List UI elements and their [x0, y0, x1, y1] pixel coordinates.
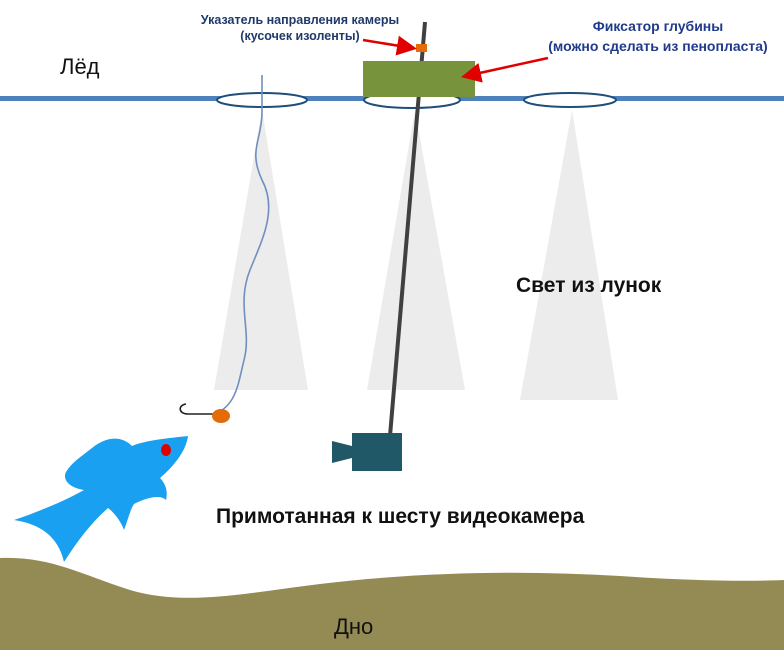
bottom-label: Дно: [334, 614, 374, 639]
ice-label: Лёд: [60, 54, 100, 79]
camera-label: Примотанная к шесту видеокамера: [216, 505, 585, 528]
ice-hole-right: [523, 92, 617, 108]
camera-marker-label: Указатель направления камеры (кусочек из…: [200, 12, 400, 44]
fishing-line: [214, 75, 270, 415]
camera-direction-marker: [416, 44, 427, 52]
camera-marker-label-line1: Указатель направления камеры: [200, 13, 400, 27]
bottom-ground: [0, 557, 784, 650]
fish-eye: [161, 444, 171, 456]
light-from-holes-label: Свет из лунок: [516, 274, 662, 297]
lure-icon: [212, 409, 230, 423]
depth-fixer-label-line2: (можно сделать из пенопласта): [548, 38, 768, 54]
light-cone-right: [520, 110, 618, 400]
depth-fixer-label: Фиксатор глубины (можно сделать из пеноп…: [538, 16, 778, 56]
depth-fixer-block: [363, 61, 475, 97]
depth-fixer-label-line1: Фиксатор глубины: [592, 18, 724, 34]
fish-icon: [14, 436, 188, 562]
light-cone-middle: [367, 110, 465, 390]
arrow-to-marker: [362, 35, 417, 56]
arrow-to-depth-fixer: [461, 56, 549, 83]
hook-icon: [179, 403, 214, 415]
camera-marker-label-line2: (кусочек изоленты): [240, 29, 360, 43]
video-camera-icon: [332, 433, 402, 471]
light-cone-left: [214, 110, 308, 390]
